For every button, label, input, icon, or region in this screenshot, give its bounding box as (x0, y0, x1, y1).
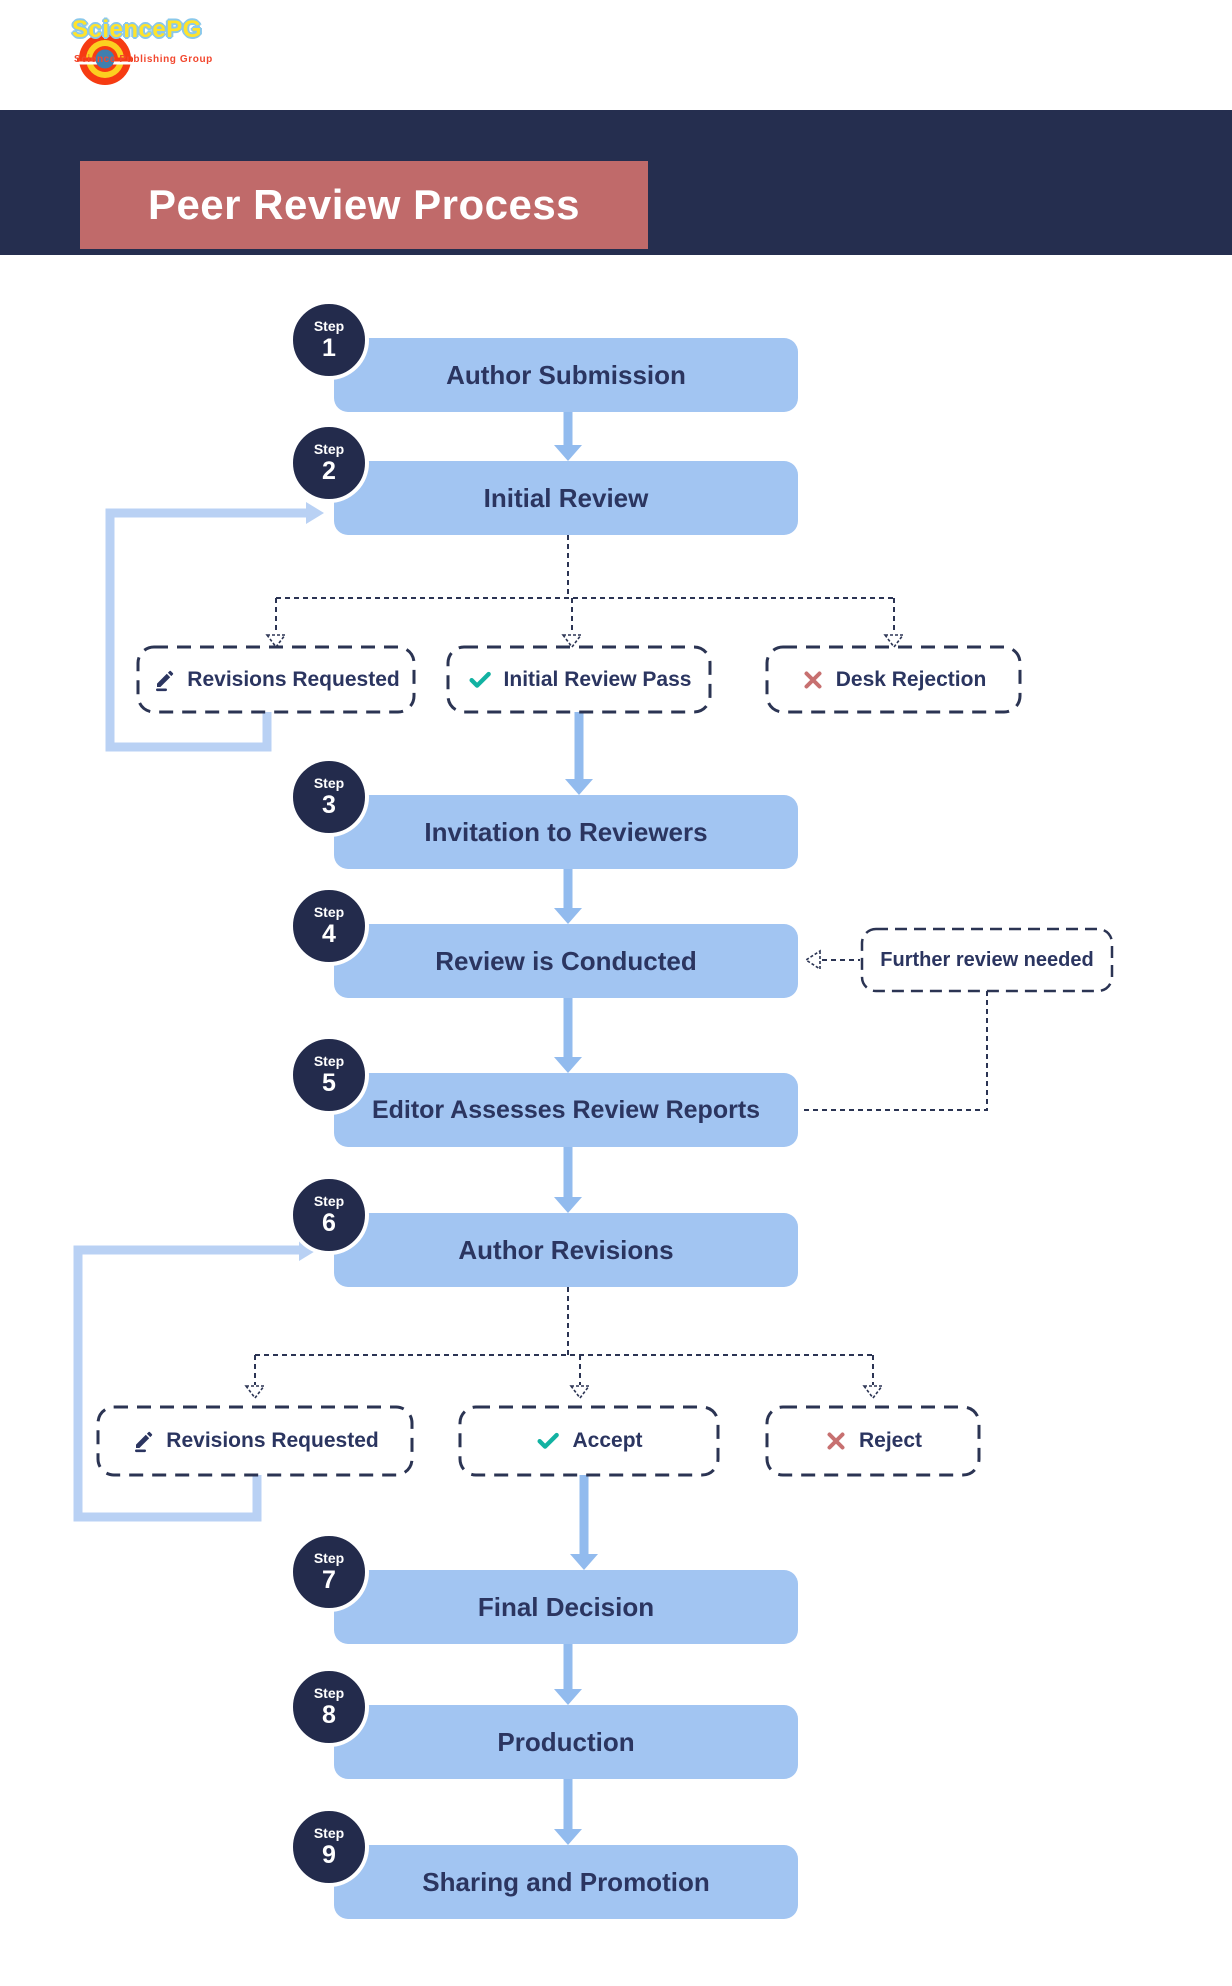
step-circle-5: Step 5 (289, 1035, 369, 1115)
decision-desk-rejection: Desk Rejection (767, 647, 1020, 712)
page-title: Peer Review Process (147, 181, 581, 228)
step-word: Step (313, 1193, 345, 1209)
step-circle-9: Step 9 (289, 1807, 369, 1887)
logo-wordmark: SciencePG (72, 16, 202, 43)
step-circle-1: Step 1 (289, 300, 369, 380)
step-label: Review is Conducted (435, 945, 697, 976)
step-word: Step (313, 1825, 345, 1841)
logo-tagline: Science Publishing Group (74, 54, 213, 65)
pencil-icon (135, 1431, 153, 1453)
decision-accept: Accept (460, 1407, 718, 1475)
step-label: Production (497, 1726, 635, 1757)
step-circle-4: Step 4 (289, 886, 369, 966)
step-box-invitation-to-reviewers: Invitation to Reviewers (334, 795, 798, 869)
decision-label: Initial Review Pass (503, 667, 692, 691)
decision-revisions-requested-1: Revisions Requested (138, 647, 414, 712)
x-icon (804, 671, 822, 688)
step-label: Author Submission (446, 359, 686, 390)
step-number: 9 (322, 1841, 336, 1869)
step-word: Step (313, 775, 345, 791)
step-box-editor-assesses-review-reports: Editor Assesses Review Reports (334, 1073, 798, 1147)
decision-label: Desk Rejection (835, 667, 987, 691)
step-label: Editor Assesses Review Reports (371, 1095, 761, 1124)
step-label: Sharing and Promotion (422, 1866, 710, 1897)
step-word: Step (313, 1053, 345, 1069)
step-box-final-decision: Final Decision (334, 1570, 798, 1644)
step-circle-7: Step 7 (289, 1532, 369, 1612)
pencil-icon (156, 670, 174, 691)
step-number: 3 (322, 791, 336, 819)
step-number: 8 (322, 1701, 336, 1729)
decision-reject: Reject (767, 1407, 979, 1475)
step-circle-2: Step 2 (289, 423, 369, 503)
decision-label: Reject (858, 1429, 923, 1452)
step-number: 7 (322, 1566, 336, 1594)
step-word: Step (313, 1685, 345, 1701)
step-circle-3: Step 3 (289, 757, 369, 837)
step-box-review-is-conducted: Review is Conducted (334, 924, 798, 998)
step-number: 5 (322, 1069, 336, 1097)
step-box-initial-review: Initial Review (334, 461, 798, 535)
x-icon (827, 1432, 845, 1450)
step-word: Step (313, 318, 345, 334)
decision-label: Accept (572, 1429, 643, 1452)
step-label: Initial Review (483, 482, 649, 513)
step-word: Step (313, 904, 345, 920)
decision-label: Revisions Requested (166, 1429, 379, 1452)
header-bar: SciencePG Science Publishing Group (0, 0, 1232, 110)
step-circle-6: Step 6 (289, 1175, 369, 1255)
check-icon (537, 1432, 560, 1449)
step-box-production: Production (334, 1705, 798, 1779)
annotation-further-review: Further review needed (862, 929, 1112, 991)
step-word: Step (313, 1550, 345, 1566)
step-box-sharing-and-promotion: Sharing and Promotion (334, 1845, 798, 1919)
step-number: 1 (322, 334, 336, 362)
step-circle-8: Step 8 (289, 1667, 369, 1747)
step-number: 2 (322, 457, 336, 485)
step-label: Final Decision (477, 1591, 655, 1622)
sciencepg-logo-icon (77, 33, 133, 85)
step-box-author-revisions: Author Revisions (334, 1213, 798, 1287)
step-number: 4 (322, 920, 336, 948)
page-title-banner: Peer Review Process (80, 161, 648, 249)
step-label: Invitation to Reviewers (424, 816, 708, 847)
step-label: Author Revisions (458, 1234, 674, 1265)
decision-initial-review-pass: Initial Review Pass (448, 647, 710, 712)
step-number: 6 (322, 1209, 336, 1237)
decision-revisions-requested-2: Revisions Requested (98, 1407, 412, 1475)
step-word: Step (313, 441, 345, 457)
decision-label: Revisions Requested (187, 667, 400, 691)
check-icon (469, 671, 491, 688)
annotation-label: Further review needed (880, 948, 1094, 971)
step-box-author-submission: Author Submission (334, 338, 798, 412)
